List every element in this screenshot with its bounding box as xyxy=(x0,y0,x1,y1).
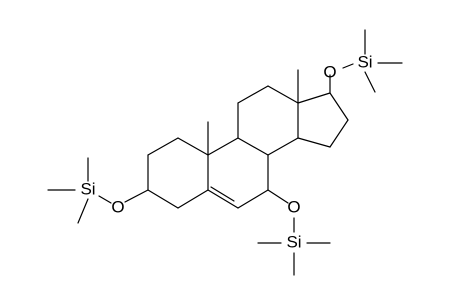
ring-b xyxy=(207,137,269,209)
bond-si-left-methyl-down xyxy=(77,198,89,224)
bond-ring-d-3 xyxy=(329,119,349,148)
bond-ring-b-2 xyxy=(237,137,269,156)
bond-ring-c-2 xyxy=(237,85,269,104)
silicon-top-label: Si xyxy=(357,52,372,71)
ring-d xyxy=(297,92,349,148)
silicon-bottom-label: Si xyxy=(286,232,301,251)
oxygen-bottom-label: O xyxy=(287,197,300,216)
bond-o-si-left xyxy=(98,195,112,204)
bond-ring-a-4 xyxy=(177,189,209,209)
ring-a xyxy=(147,137,209,209)
bond-c3-o xyxy=(124,189,149,203)
bond-ring-b-1 xyxy=(207,137,239,156)
bond-ring-a-1 xyxy=(147,137,179,156)
ring-c xyxy=(237,85,299,156)
bond-ring-c-3 xyxy=(267,85,299,104)
bond-ring-a-5 xyxy=(147,189,179,209)
bond-ring-d-1 xyxy=(297,92,331,104)
oxygen-top-label: O xyxy=(323,62,336,81)
bond-c7-o xyxy=(267,189,289,204)
silicon-left-label: Si xyxy=(80,179,95,198)
bond-ring-d-2 xyxy=(329,92,349,121)
bond-ring-b-double-inner xyxy=(210,186,235,202)
bond-o-si-top xyxy=(342,63,354,69)
bond-ring-b-double xyxy=(207,189,239,209)
bond-ring-d-4 xyxy=(297,137,331,148)
bond-ring-b-4 xyxy=(237,189,269,209)
bond-ring-c-5 xyxy=(267,137,299,156)
bond-si-top-methyl-down xyxy=(364,71,376,93)
oxygen-left-label: O xyxy=(111,197,124,216)
bond-ring-a-2 xyxy=(177,137,209,156)
